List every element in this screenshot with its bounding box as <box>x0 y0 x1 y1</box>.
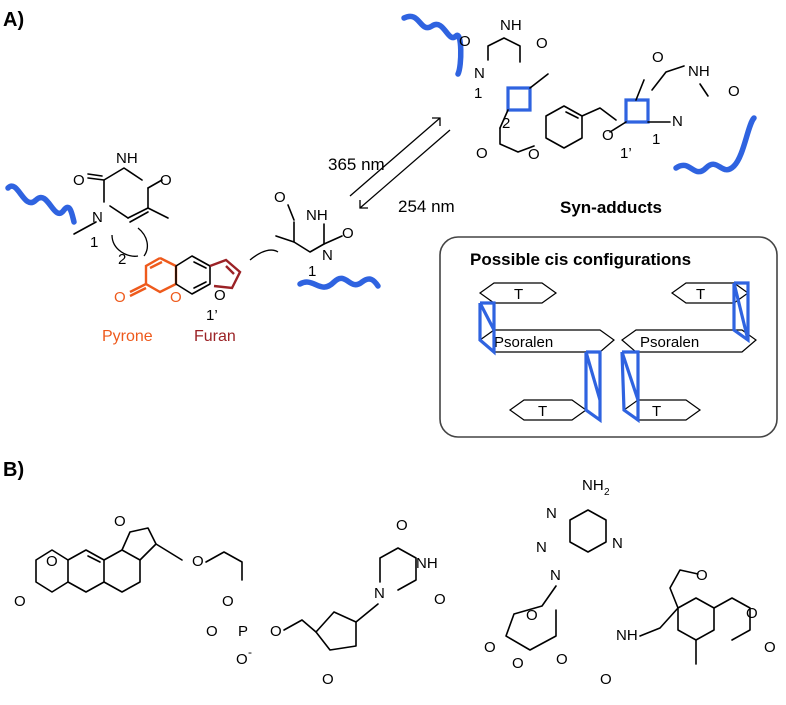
cis-configurations-box: Possible cis configurations T Psoralen T… <box>439 236 778 438</box>
box-left-t-bottom: T <box>538 403 547 420</box>
label-2-left: 2 <box>118 251 126 268</box>
label-1-top: 1 <box>474 85 482 102</box>
panel-a-label: A) <box>3 9 24 31</box>
atom-n-ade3: N <box>536 539 547 556</box>
label-2-top: 2 <box>502 115 510 132</box>
atom-o-rthy-top: O <box>274 189 286 206</box>
atom-o-top-c4: O <box>536 35 548 52</box>
atom-o-rthy-right: O <box>342 225 354 242</box>
atom-nh-carbamate: NH <box>616 627 638 644</box>
atom-n-b1-thy: N <box>374 585 385 602</box>
atom-nh-left: NH <box>116 150 138 167</box>
atom-o-top-right: O <box>728 83 740 100</box>
atom-minus: - <box>248 645 252 659</box>
label-1prime-top: 1’ <box>620 145 632 162</box>
syn-adduct-structure: N 1 O NH O 2 O O O 1’ O NH O N 1 Syn-add… <box>401 13 757 217</box>
atom-nh-b1-thy: NH <box>416 555 438 572</box>
wavelength-365: 365 nm <box>328 155 385 174</box>
atom-o-b2-ring: O <box>746 605 758 622</box>
atom-o-b1-thy-right: O <box>434 591 446 608</box>
atom-nh-rthy: NH <box>306 207 328 224</box>
atom-o-top-right-c4: O <box>652 49 664 66</box>
psoralen-center: 2 O O O 1’ Pyrone Furan <box>102 251 242 345</box>
panel-b-psoralen-phosphate: O O O O O P O O - O O N O NH O <box>14 513 446 688</box>
box-right-t-top: T <box>696 286 705 303</box>
atom-o-b1-5prime: O <box>270 623 282 640</box>
atom-n-ade1: N <box>546 505 557 522</box>
atom-n-ade2: N <box>612 535 623 552</box>
atom-o-b1-phos-minus: O <box>236 651 248 668</box>
dna-strand-left <box>5 183 77 225</box>
atom-o-b1-phos-dbl: O <box>206 623 218 640</box>
atom-o-b2-carbonyl: O <box>764 639 776 656</box>
panel-b-adenosine-psoralen: NH 2 N N N N O O O O O NH O O O <box>484 477 776 688</box>
panel-b-label: B) <box>3 459 24 481</box>
atom-nh-top-right: NH <box>688 63 710 80</box>
box-left-t-top: T <box>514 286 523 303</box>
left-thymine: N O NH O 1 <box>5 150 172 257</box>
atom-o-top-left: O <box>459 33 471 50</box>
atom-o-furan: O <box>214 287 226 304</box>
box-right-psoralen: Psoralen <box>640 334 699 351</box>
atom-p: P <box>238 623 248 640</box>
atom-nh2-sub: 2 <box>604 487 610 498</box>
atom-o-rib-5: O <box>484 639 496 656</box>
atom-o-b1-phos-top: O <box>222 593 234 610</box>
atom-o-left-c4: O <box>160 172 172 189</box>
atom-o-b1-furan: O <box>114 513 126 530</box>
dna-strand-right <box>673 115 757 175</box>
syn-adducts-title: Syn-adducts <box>560 198 662 217</box>
right-thymine-left-panel: O NH N O 1 <box>249 189 381 290</box>
box-right-t-bottom: T <box>652 403 661 420</box>
atom-o-rib-3: O <box>512 655 524 672</box>
atom-n-top: N <box>474 65 485 82</box>
atom-o-left-c2: O <box>73 172 85 189</box>
dna-strand-mid <box>297 275 381 290</box>
atom-o-rib-2: O <box>556 651 568 668</box>
pyrone-label: Pyrone <box>102 328 153 345</box>
atom-o-ribose: O <box>526 607 538 624</box>
atom-o-pyrone: O <box>114 289 126 306</box>
atom-o-b1-ether: O <box>192 553 204 570</box>
atom-o-lactone-carbonyl: O <box>476 145 488 162</box>
wavelength-254: 254 nm <box>398 197 455 216</box>
atom-o-b1-carbonyl: O <box>14 593 26 610</box>
furan-label: Furan <box>194 328 236 345</box>
label-1-top-right: 1 <box>652 131 660 148</box>
label-1-left: 1 <box>90 234 98 251</box>
atom-o-b1-ring: O <box>46 553 58 570</box>
dna-strand-top <box>401 13 464 77</box>
atom-o-b2-furan: O <box>696 567 708 584</box>
atom-nh-top-left: NH <box>500 17 522 34</box>
atom-o-b1-thy-top: O <box>396 517 408 534</box>
atom-o-furan-top: O <box>602 127 614 144</box>
atom-nh2: NH <box>582 477 604 494</box>
atom-n-left: N <box>92 209 103 226</box>
equilibrium-arrows: 365 nm 254 nm <box>328 117 455 216</box>
atom-o-carbamate: O <box>600 671 612 688</box>
label-1-rthy: 1 <box>308 263 316 280</box>
box-left-psoralen: Psoralen <box>494 334 553 351</box>
atom-n-ade4: N <box>550 567 561 584</box>
atom-n-rthy: N <box>322 247 333 264</box>
box-title: Possible cis configurations <box>470 250 691 269</box>
atom-n-top-right: N <box>672 113 683 130</box>
label-1prime-left: 1’ <box>206 307 218 324</box>
atom-o-lactone-ring: O <box>528 146 540 163</box>
atom-o-b1-3prime: O <box>322 671 334 688</box>
atom-o-ring: O <box>170 289 182 306</box>
